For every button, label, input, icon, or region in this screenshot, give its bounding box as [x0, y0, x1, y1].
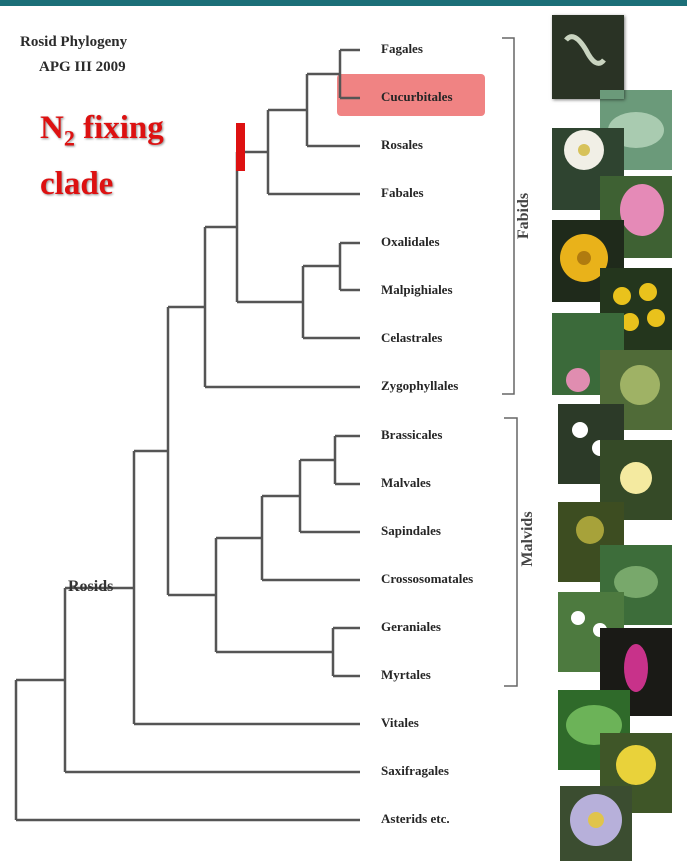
taxon-geraniales: Geraniales — [381, 619, 441, 635]
taxon-oxalidales: Oxalidales — [381, 234, 440, 250]
taxon-zygophyllales: Zygophyllales — [381, 378, 458, 394]
taxon-brassicales: Brassicales — [381, 427, 442, 443]
taxon-malpighiales: Malpighiales — [381, 282, 453, 298]
malvids-bracket — [504, 418, 517, 686]
taxon-fabales: Fabales — [381, 185, 424, 201]
fabids-bracket — [502, 38, 514, 394]
taxon-fagales: Fagales — [381, 41, 423, 57]
fagales-photo — [552, 15, 624, 99]
taxon-myrtales: Myrtales — [381, 667, 431, 683]
taxon-asterids: Asterids etc. — [381, 811, 450, 827]
taxon-rosales: Rosales — [381, 137, 423, 153]
taxon-saxifragales: Saxifragales — [381, 763, 449, 779]
taxon-cucurbitales: Cucurbitales — [381, 89, 453, 105]
fabids-clade-label: Fabids — [515, 176, 537, 256]
plant-photos — [552, 15, 672, 861]
tree-branches — [16, 50, 360, 820]
taxon-celastrales: Celastrales — [381, 330, 442, 346]
n2-clade-marker — [236, 123, 245, 171]
taxon-sapindales: Sapindales — [381, 523, 441, 539]
malvids-clade-label: Malvids — [519, 499, 541, 579]
taxon-malvales: Malvales — [381, 475, 431, 491]
rosids-clade-label: Rosids — [68, 578, 113, 596]
taxon-vitales: Vitales — [381, 715, 419, 731]
taxon-crossosomatales: Crossosomatales — [381, 571, 473, 587]
